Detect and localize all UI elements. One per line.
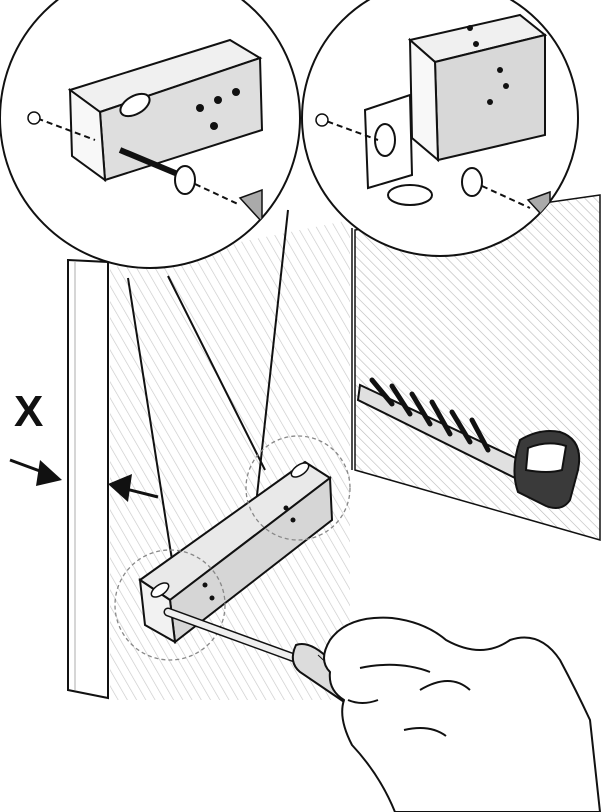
bracket-detail-circles	[114, 435, 351, 661]
measurement-label-x: X	[14, 387, 44, 436]
measurement-arrows	[9, 458, 159, 502]
detail-callout-right	[301, 0, 579, 257]
detail-callout-left	[0, 0, 301, 269]
wall-anchor-screw	[356, 377, 581, 509]
mounting-bracket	[138, 460, 334, 644]
hand	[323, 616, 601, 812]
wall-edge-panel	[67, 258, 109, 700]
